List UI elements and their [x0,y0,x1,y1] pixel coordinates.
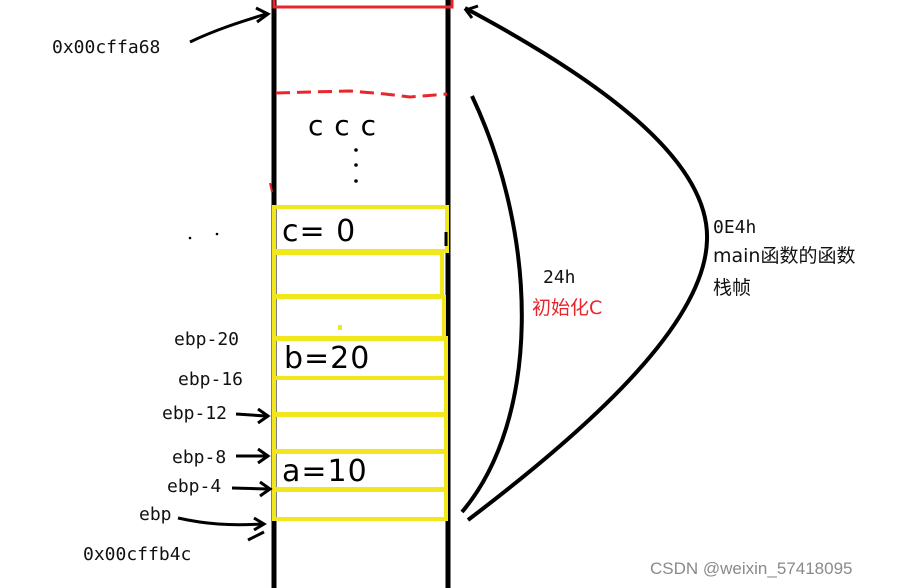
dot-3 [354,179,358,183]
brace-outer [464,6,710,522]
cell-3 [272,295,446,341]
arrow-ebp-4 [231,486,269,491]
watermark: CSDN @weixin_57418095 [650,559,853,578]
stray-dot-2 [215,232,219,236]
yellow-cells [272,205,449,521]
label-ebp-16: ebp-16 [178,369,244,390]
cell-2 [272,251,444,298]
label-ebp-12: ebp-12 [162,403,228,424]
dot-1 [354,148,358,152]
inner-brace-desc: 初始化C [532,297,603,319]
stray-dot-1 [188,236,192,240]
cell-8 [272,487,448,521]
label-ebp: ebp [139,504,172,525]
outer-brace-desc-line1: main函数的函数 [713,245,856,267]
outer-brace-desc-line2: 栈帧 [713,277,752,299]
cell-c-value: c= 0 [282,214,357,249]
stray-mark [269,182,273,193]
yellow-dot-mark [338,325,342,330]
label-ebp-4: ebp-4 [167,476,222,497]
arrow-ebp-head [253,516,267,532]
arrow-bottom-address [247,530,265,542]
brace-inner [460,95,524,514]
repeated-c-marks: c c c [308,109,377,142]
cell-a-value: a=10 [282,454,368,489]
arrow-ebp-8-head [257,447,271,465]
arrow-ebp-12-head [257,407,271,425]
inner-brace-size: 24h [543,267,576,288]
label-ebp-20: ebp-20 [174,329,240,350]
outer-brace-size: 0E4h [713,217,757,238]
cell-5 [272,376,448,417]
address-top: 0x00cffa68 [52,37,161,58]
dot-2 [354,163,358,167]
label-ebp-8: ebp-8 [172,447,227,468]
cell-6 [272,412,448,454]
brace-outer-top-tip [463,4,479,19]
address-bottom: 0x00cffb4c [83,544,192,565]
arrow-ebp-12 [235,412,267,418]
cell-b-value: b=20 [284,341,371,376]
arrow-ebp [177,516,263,527]
arrow-top-address [189,12,267,44]
dashed-red-line [275,89,448,99]
stack-top-boundary [272,0,454,9]
arrow-top-head [255,6,271,24]
arrow-ebp-4-head [259,480,273,498]
